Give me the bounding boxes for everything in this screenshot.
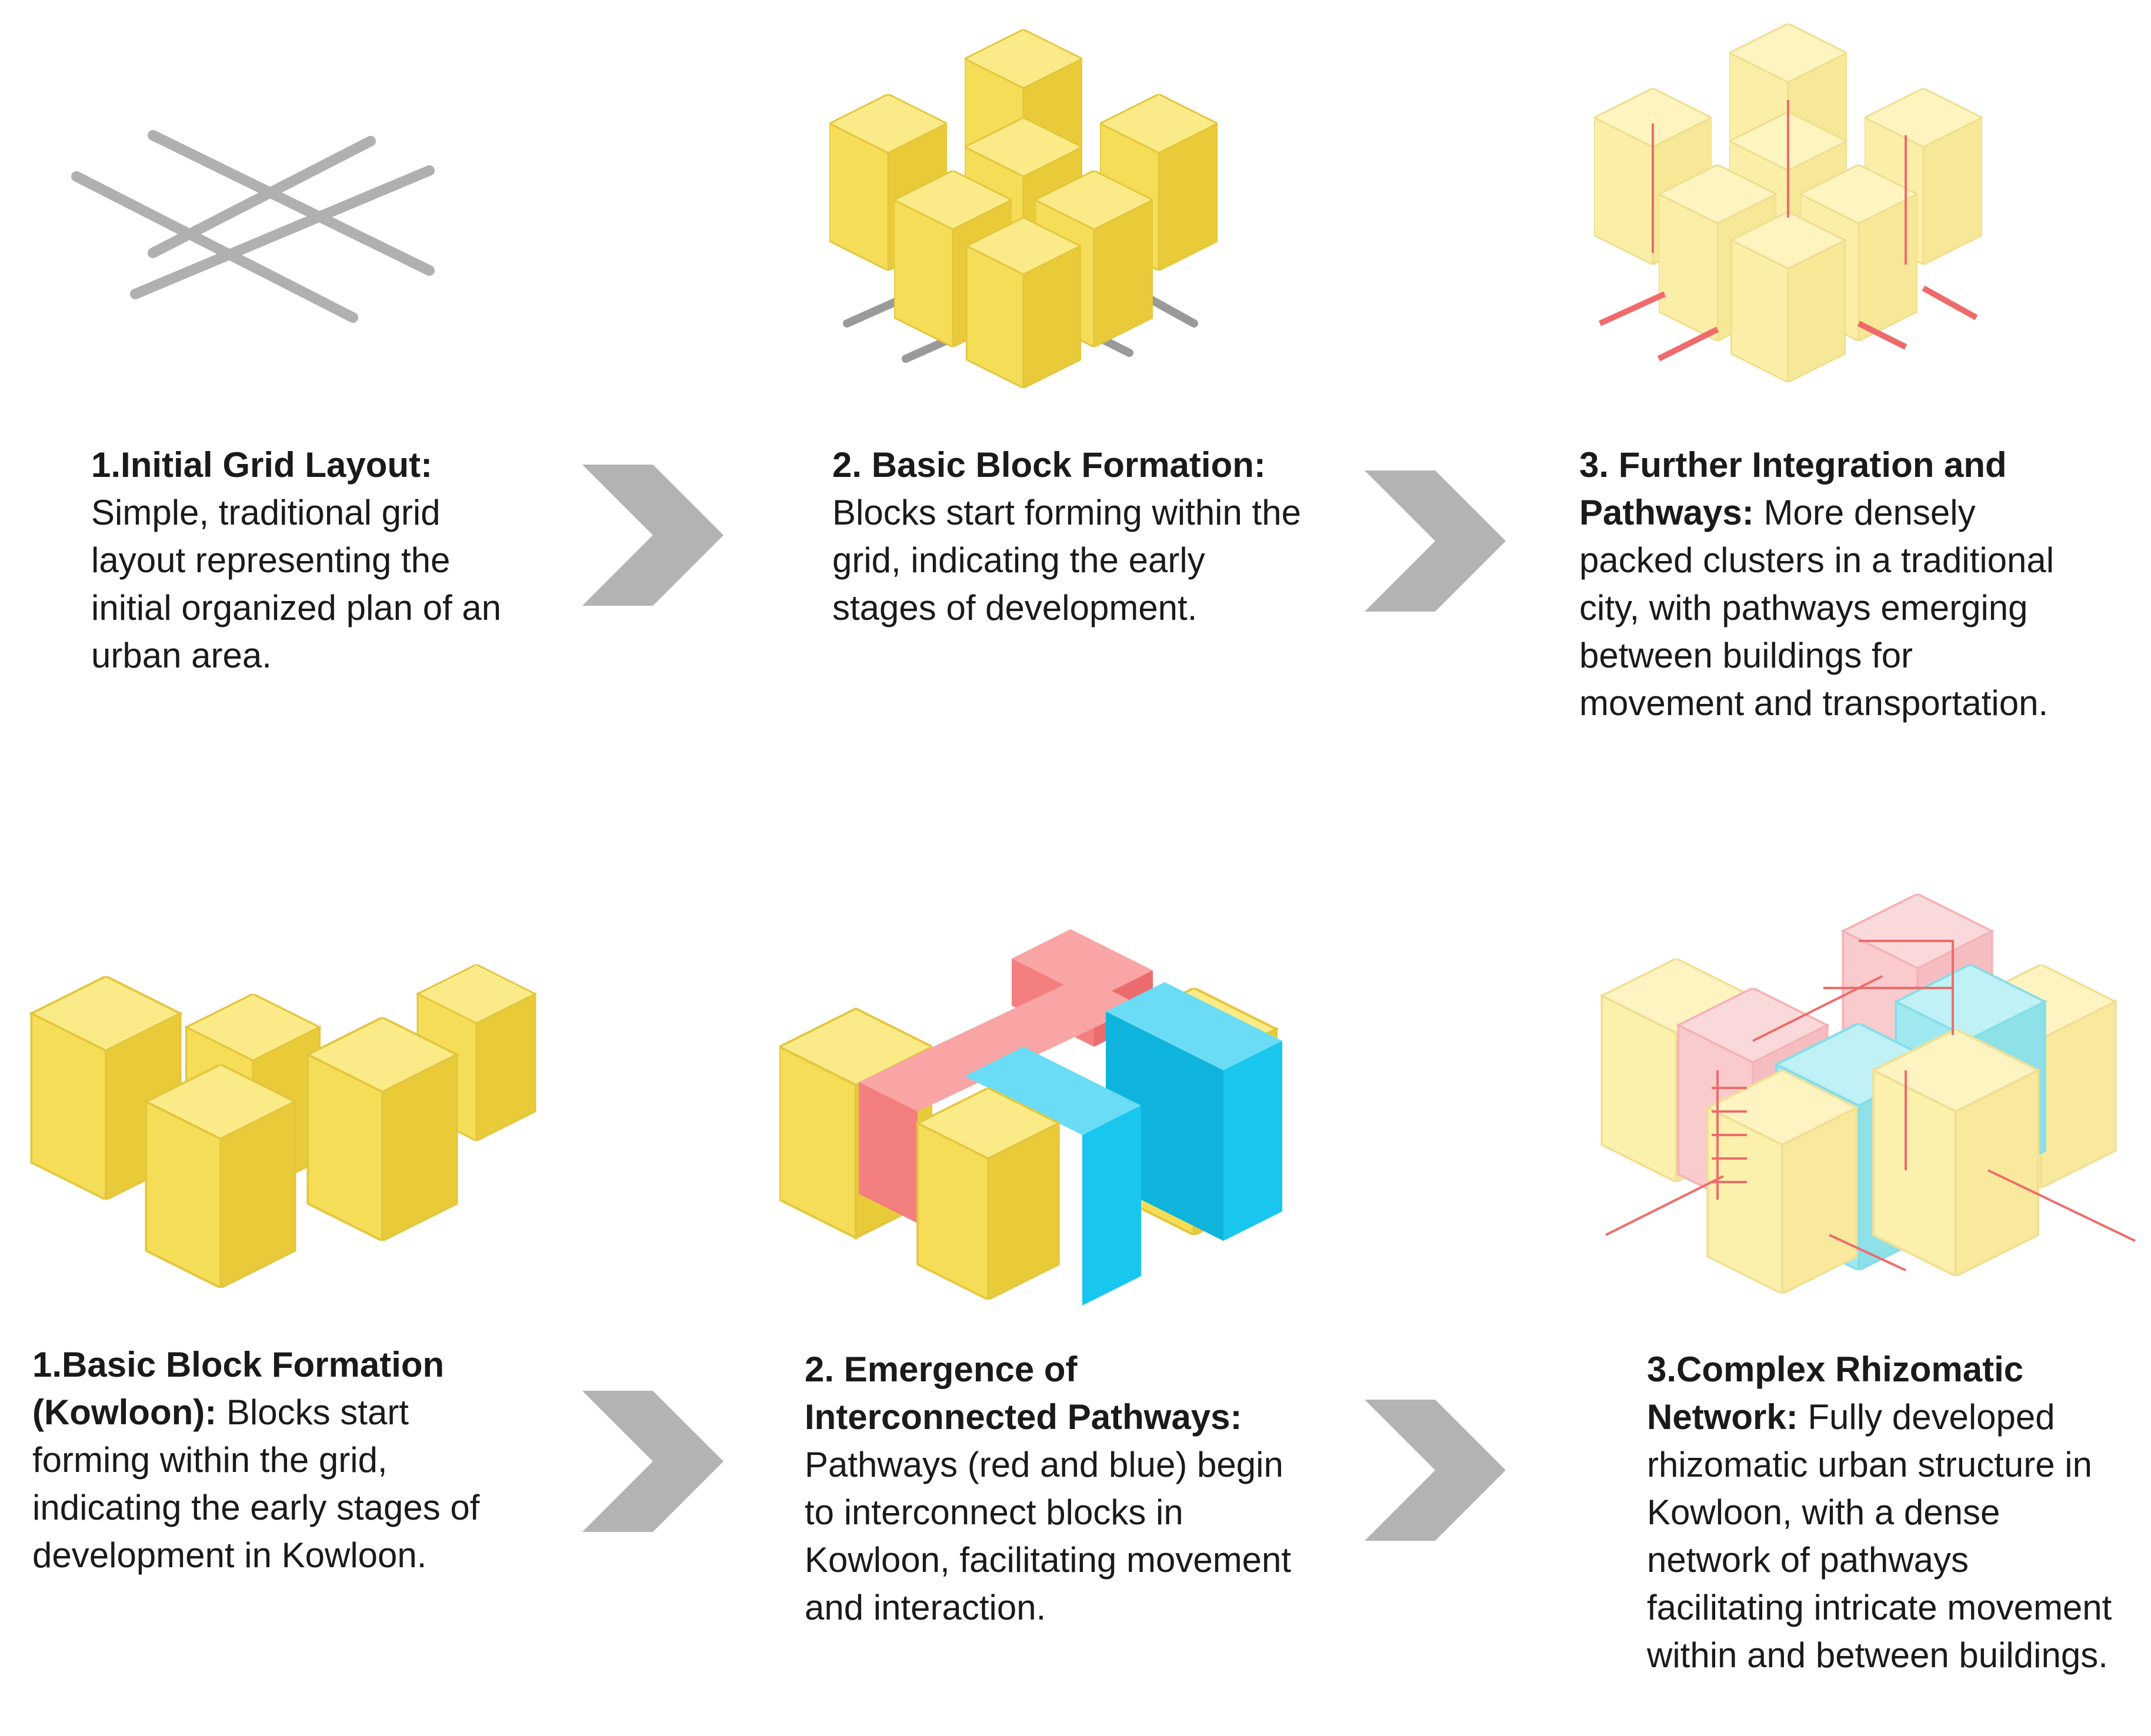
chevron-right-icon [1359,1394,1512,1547]
pathway [1859,940,1954,1035]
stage-title: 1.Basic Block Formation (Kowloon): [32,1345,445,1432]
stage-body: More densely packed clusters in a tradit… [1579,493,2055,723]
pathway [1922,285,1978,321]
stage-caption: 3.Complex Rhizomatic Network: Fully deve… [1647,1346,2117,1679]
grid-line [130,165,435,299]
chevron-right-icon [576,459,729,612]
pathway [1987,1169,2136,1242]
pathway [1752,975,1883,1042]
stage-body: Simple, traditional grid layout represen… [91,493,502,675]
chevron-right-icon [576,1385,729,1538]
grid-line [843,296,904,328]
stage-body: Blocks start forming within the grid, in… [32,1393,480,1575]
stage-caption: 3. Further Integration and Pathways: Mor… [1579,441,2073,727]
pathway [1605,1175,1724,1236]
pathway-red [1012,929,1153,1000]
block [918,1088,1059,1300]
grid-line [148,136,376,258]
stage-body: Pathways (red and blue) begin to interco… [805,1445,1292,1627]
stage-title: 3. Further Integration and Pathways: [1579,445,2007,532]
grid-line [71,171,358,323]
stage-title: 3.Complex Rhizomatic Network: [1647,1350,2024,1437]
stage-title: 2. Emergence of Interconnected Pathways: [805,1350,1242,1437]
pathway [1829,1234,1906,1271]
pathway-red [859,976,1141,1111]
pathway [1598,291,1666,326]
block [1730,212,1846,382]
stage-caption: 1.Initial Grid Layout: Simple, tradition… [91,441,503,679]
illustration-pathway-blocks [776,894,1306,1306]
illustration-basic-blocks [812,24,1235,388]
block [965,218,1082,388]
stage-caption: 2. Basic Block Formation: Blocks start f… [832,441,1303,632]
stage-title: 2. Basic Block Formation: [832,445,1266,485]
stage-body: Blocks start forming within the grid, in… [832,493,1301,627]
block [1873,1029,2038,1276]
pathway-blue [965,1047,1141,1135]
block [308,1017,456,1241]
illustration-rhizomatic-network [1576,894,2141,1300]
pathway-blue [1106,982,1282,1070]
stage-body: Fully developed rhizomatic urban structu… [1647,1397,2112,1675]
stage-title: 1.Initial Grid Layout: [91,445,433,485]
pathway [1657,326,1719,362]
block [146,1064,295,1288]
illustration-initial-grid [65,118,441,341]
chevron-right-icon [1359,465,1512,617]
stage-caption: 2. Emergence of Interconnected Pathways:… [805,1346,1299,1631]
stage-caption: 1.Basic Block Formation (Kowloon): Block… [32,1341,515,1579]
grid-line [148,130,435,276]
illustration-kowloon-blocks [12,959,553,1288]
pathway [1857,321,1907,350]
illustration-translucent-blocks [1576,18,2000,388]
